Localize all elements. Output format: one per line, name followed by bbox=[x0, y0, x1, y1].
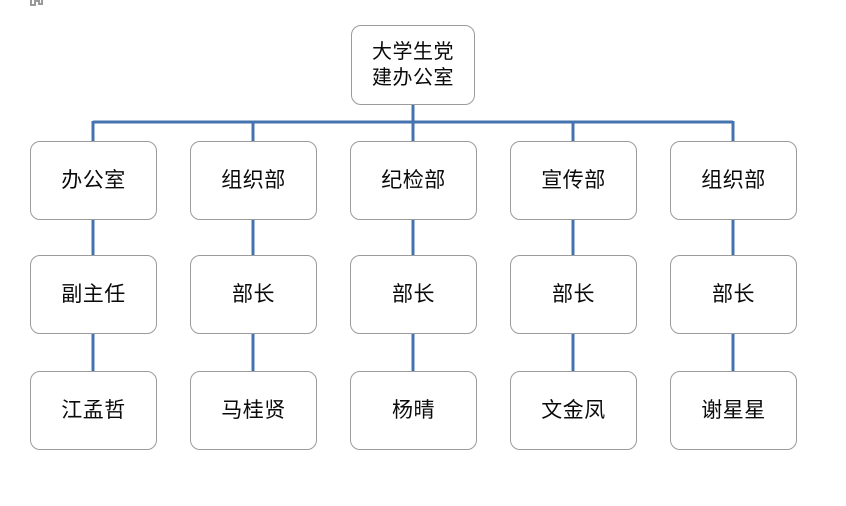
node-title-3[interactable]: 部长 bbox=[350, 255, 477, 334]
node-title-2[interactable]: 部长 bbox=[190, 255, 317, 334]
node-department-3[interactable]: 纪检部 bbox=[350, 141, 477, 220]
node-title-5[interactable]: 部长 bbox=[670, 255, 797, 334]
node-person-1[interactable]: 江孟哲 bbox=[30, 371, 157, 450]
node-department-2[interactable]: 组织部 bbox=[190, 141, 317, 220]
node-person-3[interactable]: 杨晴 bbox=[350, 371, 477, 450]
node-department-4[interactable]: 宣传部 bbox=[510, 141, 637, 220]
node-department-1[interactable]: 办公室 bbox=[30, 141, 157, 220]
node-person-4[interactable]: 文金凤 bbox=[510, 371, 637, 450]
cursor-artifact-icon bbox=[30, 0, 43, 6]
node-person-2[interactable]: 马桂贤 bbox=[190, 371, 317, 450]
node-root[interactable]: 大学生党 建办公室 bbox=[351, 25, 475, 105]
node-department-5[interactable]: 组织部 bbox=[670, 141, 797, 220]
node-title-1[interactable]: 副主任 bbox=[30, 255, 157, 334]
node-title-4[interactable]: 部长 bbox=[510, 255, 637, 334]
node-person-5[interactable]: 谢星星 bbox=[670, 371, 797, 450]
